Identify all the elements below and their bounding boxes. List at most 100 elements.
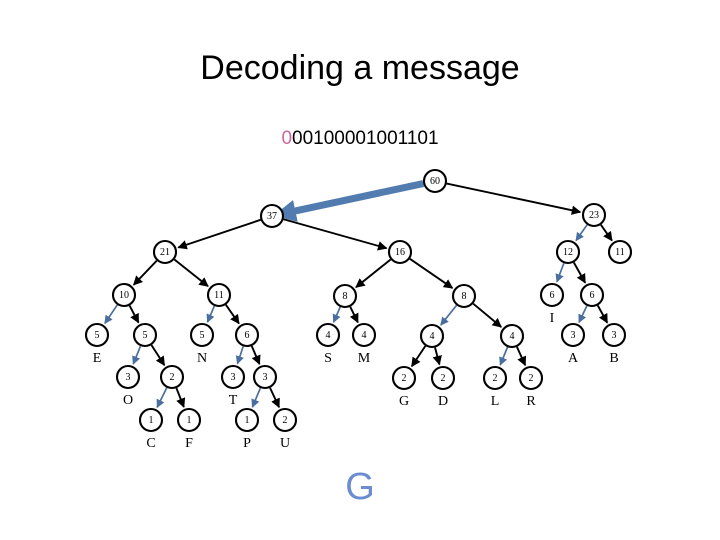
tree-node-n5x[interactable]: 5 xyxy=(132,322,158,348)
node-circle xyxy=(138,407,164,433)
tree-node-n3o[interactable]: 3O xyxy=(115,364,141,408)
node-symbol-label: T xyxy=(229,393,238,408)
node-circle xyxy=(111,282,137,308)
node-symbol-label: D xyxy=(438,394,448,409)
tree-node-n2u[interactable]: 2U xyxy=(272,407,298,451)
tree-node-n1c[interactable]: 1C xyxy=(138,407,164,451)
edge-n23-n11r xyxy=(600,224,613,242)
edge-n8b-n4gd xyxy=(440,304,458,326)
node-weight-label: 3 xyxy=(571,330,576,341)
node-weight-label: 3 xyxy=(126,372,131,383)
edge-n21-n11 xyxy=(173,258,209,288)
node-circle xyxy=(234,322,260,348)
tree-node-n11r[interactable]: 11 xyxy=(607,239,633,265)
edge-n2cf-n1f xyxy=(175,387,186,408)
tree-node-n10[interactable]: 10 xyxy=(111,282,137,308)
edge-n6ab-n3ab1 xyxy=(578,305,588,324)
tree-node-n1p[interactable]: 1P xyxy=(234,407,260,451)
node-symbol-label: B xyxy=(609,351,618,366)
tree-node-n3ab1[interactable]: 3A xyxy=(560,322,586,366)
node-weight-label: 6 xyxy=(590,290,595,301)
edge-n4gd-n2g xyxy=(410,345,427,368)
tree-node-n5e[interactable]: 5E xyxy=(84,322,110,366)
node-weight-label: 37 xyxy=(267,211,277,222)
node-circle xyxy=(560,322,586,348)
bitstring-remaining: 00100001001101 xyxy=(292,128,439,149)
node-circle xyxy=(132,322,158,348)
tree-node-n6i[interactable]: 6I xyxy=(539,282,565,326)
edge-n37-n16 xyxy=(283,218,388,251)
tree-node-n5n[interactable]: 5N xyxy=(189,322,215,366)
node-circle xyxy=(259,203,285,229)
node-weight-label: 1 xyxy=(245,415,250,426)
tree-node-n2l[interactable]: 2L xyxy=(482,365,508,409)
tree-node-n21[interactable]: 21 xyxy=(152,239,178,265)
node-circle xyxy=(482,365,508,391)
tree-node-n23[interactable]: 23 xyxy=(581,202,607,228)
bitstring-read-prefix: 0 xyxy=(281,128,293,149)
node-circle xyxy=(176,407,202,433)
node-weight-label: 5 xyxy=(143,330,148,341)
edge-n5x-n2cf xyxy=(150,344,166,367)
tree-node-n6t[interactable]: 6 xyxy=(234,322,260,348)
tree-node-n6ab[interactable]: 6 xyxy=(579,282,605,308)
tree-node-n2cf[interactable]: 2 xyxy=(159,364,185,390)
node-circle xyxy=(272,407,298,433)
decoded-letter: G xyxy=(345,466,375,508)
edge-n16-n8a xyxy=(355,258,392,288)
node-circle xyxy=(234,407,260,433)
edge-highlight-n60-n37 xyxy=(273,180,425,222)
edge-n11-n5n xyxy=(206,305,216,323)
tree-node-n4lr[interactable]: 4 xyxy=(499,323,525,349)
edge-n4lr-n2l xyxy=(499,346,509,366)
tree-node-n8b[interactable]: 8 xyxy=(451,283,477,309)
tree-node-n37[interactable]: 37 xyxy=(259,203,285,229)
edge-n21-n10 xyxy=(132,260,158,286)
node-circle xyxy=(601,322,627,348)
tree-node-n3ab2[interactable]: 3B xyxy=(601,322,627,366)
tree-node-n4gd[interactable]: 4 xyxy=(419,323,445,349)
tree-node-n4m[interactable]: 4M xyxy=(351,322,377,366)
edge-n6t-n3t xyxy=(235,346,245,365)
edge-n8a-n4m xyxy=(349,306,359,324)
node-weight-label: 3 xyxy=(612,330,617,341)
tree-node-n2d[interactable]: 2D xyxy=(430,365,456,409)
tree-node-n4s[interactable]: 4S xyxy=(315,322,341,366)
tree-edges xyxy=(104,182,613,409)
node-weight-label: 4 xyxy=(362,330,367,341)
tree-node-n3t[interactable]: 3T xyxy=(220,364,246,408)
node-symbol-label: G xyxy=(399,394,409,409)
tree-node-n2g[interactable]: 2G xyxy=(391,365,417,409)
tree-node-n8a[interactable]: 8 xyxy=(332,283,358,309)
node-weight-label: 16 xyxy=(395,247,405,258)
tree-node-n16[interactable]: 16 xyxy=(387,239,413,265)
tree-node-n1f[interactable]: 1F xyxy=(176,407,202,451)
node-circle xyxy=(220,364,246,390)
edge-n11-n6t xyxy=(225,304,240,325)
edge-n12-n6ab xyxy=(573,262,587,284)
node-symbol-label: F xyxy=(185,436,193,451)
tree-node-n60[interactable]: 60 xyxy=(422,168,448,194)
node-weight-label: 10 xyxy=(119,290,129,301)
node-weight-label: 6 xyxy=(550,290,555,301)
edge-n10-n5e xyxy=(104,304,118,325)
edge-n16-n8b xyxy=(409,258,454,289)
bitstring-display: 000100001001101 xyxy=(0,128,720,150)
node-circle xyxy=(351,322,377,348)
node-weight-label: 2 xyxy=(493,373,498,384)
node-weight-label: 23 xyxy=(589,210,599,221)
node-symbol-label: M xyxy=(358,351,371,366)
node-circle xyxy=(84,322,110,348)
tree-node-n3pu[interactable]: 3 xyxy=(252,364,278,390)
tree-node-n12[interactable]: 12 xyxy=(555,239,581,265)
edge-n5x-n3o xyxy=(132,345,142,365)
node-circle xyxy=(581,202,607,228)
node-weight-label: 2 xyxy=(283,415,288,426)
edge-n6ab-n3ab2 xyxy=(596,305,609,324)
tree-node-n11[interactable]: 11 xyxy=(206,282,232,308)
tree-node-n2r[interactable]: 2R xyxy=(518,365,544,409)
node-circle xyxy=(430,365,456,391)
node-circle xyxy=(419,323,445,349)
